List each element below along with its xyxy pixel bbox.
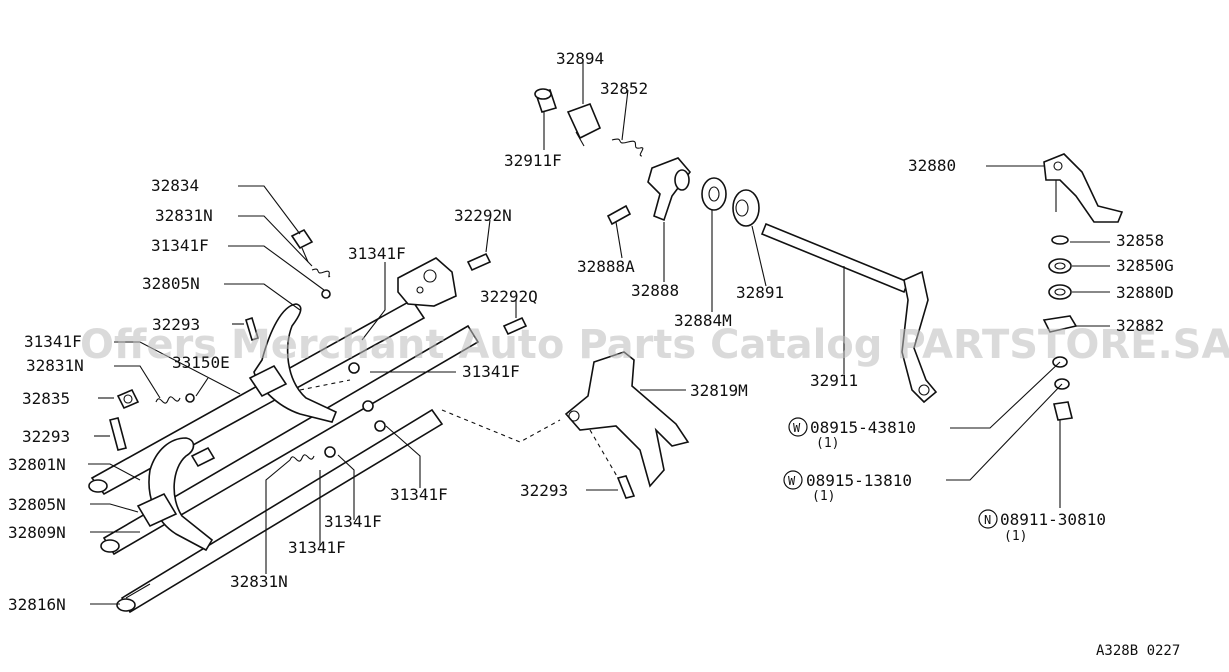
shift-bracket-upper — [397, 257, 457, 307]
ball-mid-2 — [362, 400, 374, 412]
label-32292N: 32292N — [454, 206, 512, 225]
label-33150E: 33150E — [172, 353, 230, 372]
part-labels: 32894 32852 32911F 32880 32834 32831N 31… — [8, 49, 1174, 614]
label-08911-30810: 08911-30810 — [1000, 510, 1106, 529]
nut-small — [1053, 401, 1073, 421]
assembly-line-1 — [441, 409, 561, 443]
cap-32911F — [534, 88, 558, 113]
reference-code: A328B 0227 — [1096, 643, 1180, 659]
pin-32293-low — [616, 475, 636, 499]
label-32831N-top: 32831N — [155, 206, 213, 225]
assembly-line-3 — [589, 429, 619, 479]
qty-08911-30810: (1) — [1004, 529, 1027, 544]
bushing-32880D — [1048, 284, 1072, 300]
shift-fork-upper — [248, 303, 338, 423]
spring-32852 — [611, 138, 644, 157]
label-32850G: 32850G — [1116, 256, 1174, 275]
qty-08915-43810: (1) — [816, 436, 839, 451]
ball-mid-3 — [374, 420, 386, 432]
label-31341F-low3: 31341F — [288, 538, 346, 557]
label-32882: 32882 — [1116, 316, 1164, 335]
pin-32888A — [606, 204, 632, 226]
hardware-ref-nut-30810: N 08911-30810 (1) — [978, 509, 1106, 544]
interlock-33150E — [190, 446, 216, 468]
label-08915-13810: 08915-13810 — [806, 471, 912, 490]
label-32293-low: 32293 — [520, 481, 568, 500]
label-32801N: 32801N — [8, 455, 66, 474]
seal-32891 — [732, 189, 760, 227]
label-32816N: 32816N — [8, 595, 66, 614]
nut-symbol: N — [984, 513, 991, 527]
washer-32858 — [1051, 235, 1069, 245]
bushing-32850G — [1048, 258, 1072, 274]
label-32911F: 32911F — [504, 151, 562, 170]
pin-32292Q — [502, 316, 528, 336]
pin-32293-top — [245, 316, 259, 342]
ball-low — [324, 446, 336, 458]
label-31341F-left: 31341F — [24, 332, 82, 351]
boot-32894 — [566, 102, 602, 147]
label-31341F-low1: 31341F — [390, 485, 448, 504]
label-32805N-low: 32805N — [8, 495, 66, 514]
label-08915-43810: 08915-43810 — [810, 418, 916, 437]
spring-32831N-left — [155, 396, 181, 404]
label-31341F-mid: 31341F — [462, 362, 520, 381]
label-32293-left: 32293 — [22, 427, 70, 446]
plug-32834 — [290, 228, 314, 263]
lever-boss-32888 — [647, 157, 692, 222]
label-31341F-b: 31341F — [348, 244, 406, 263]
label-32880: 32880 — [908, 156, 956, 175]
label-32884M: 32884M — [674, 311, 732, 330]
label-31341F-low2: 31341F — [324, 512, 382, 531]
spring-32831N-low — [289, 454, 315, 462]
label-32809N: 32809N — [8, 523, 66, 542]
watermark: Offers Merchant Auto Parts Catalog PARTS… — [80, 322, 1229, 368]
hardware-ref-washer-43810: W 08915-43810 (1) — [788, 417, 916, 451]
label-31341F-a: 31341F — [151, 236, 209, 255]
assembly-line-2 — [299, 379, 351, 391]
ball-mid-1 — [348, 362, 360, 374]
spring-32831N-top — [311, 268, 331, 278]
shift-fork-lower — [136, 437, 214, 552]
label-32819M: 32819M — [690, 381, 748, 400]
label-32888: 32888 — [631, 281, 679, 300]
qty-08915-13810: (1) — [812, 489, 835, 504]
label-32852: 32852 — [600, 79, 648, 98]
hardware-ref-washer-13810: W 08915-13810 (1) — [783, 470, 912, 504]
label-32805N-top: 32805N — [142, 274, 200, 293]
washer-symbol: W — [793, 421, 801, 435]
washer-symbol-2: W — [788, 474, 796, 488]
label-32888A: 32888A — [577, 257, 635, 276]
label-32292Q: 32292Q — [480, 287, 538, 306]
shaft-middle — [100, 324, 480, 556]
label-32894: 32894 — [556, 49, 604, 68]
ball-left — [185, 393, 195, 403]
control-rod-32911 — [760, 222, 938, 404]
label-32293-top: 32293 — [152, 315, 200, 334]
shift-fork-32819M — [564, 351, 690, 488]
ball-top — [321, 289, 331, 299]
bracket-32880 — [1043, 153, 1124, 223]
washer-32884M — [701, 177, 727, 211]
label-32858: 32858 — [1116, 231, 1164, 250]
plug-32835 — [116, 388, 140, 410]
pin-32292N — [466, 252, 492, 272]
label-32831N-low: 32831N — [230, 572, 288, 591]
label-32880D: 32880D — [1116, 283, 1174, 302]
label-32911: 32911 — [810, 371, 858, 390]
label-32835: 32835 — [22, 389, 70, 408]
label-32831N-left: 32831N — [26, 356, 84, 375]
pin-32293-left — [109, 417, 127, 451]
shaft-lower — [116, 408, 444, 614]
label-32891: 32891 — [736, 283, 784, 302]
leader-lines — [88, 60, 1110, 605]
label-32834: 32834 — [151, 176, 199, 195]
